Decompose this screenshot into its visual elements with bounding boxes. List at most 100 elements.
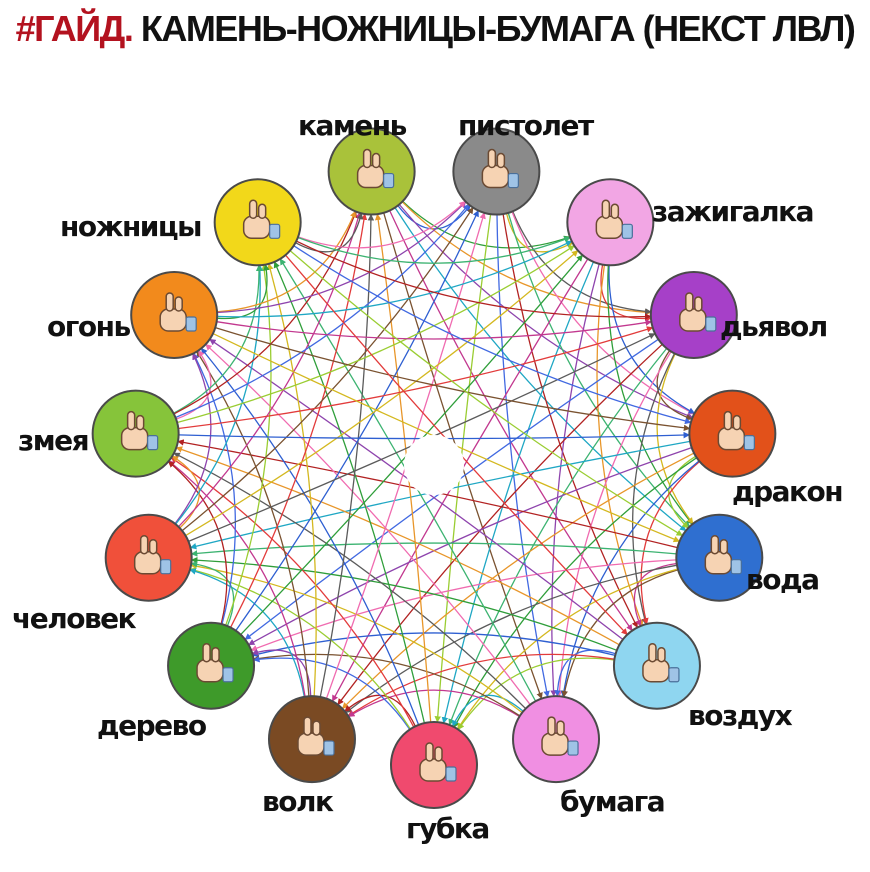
beats-arrow: [319, 213, 375, 698]
beats-arrow: [441, 261, 595, 724]
beats-arrow: [253, 655, 411, 730]
fire-peace-hand-icon: [159, 292, 197, 332]
beats-arrow: [394, 207, 687, 532]
paper-hand-icon: [541, 716, 579, 756]
beats-arrow: [190, 542, 677, 557]
connection-lines: [167, 200, 701, 731]
beats-arrow: [656, 350, 693, 421]
sponge-hand-icon: [419, 742, 457, 782]
beats-arrow: [656, 353, 694, 525]
beats-arrow: [251, 648, 312, 697]
beats-arrow: [192, 352, 236, 625]
beats-arrow: [496, 214, 550, 698]
beats-arrow: [190, 556, 618, 651]
gesture-node-13: [130, 271, 219, 359]
beats-arrow: [205, 343, 531, 706]
beats-arrow: [189, 568, 305, 697]
beats-arrow: [252, 653, 521, 717]
gesture-label: ножницы: [60, 210, 202, 243]
beats-arrow: [175, 204, 470, 419]
beats-arrow: [175, 349, 212, 420]
gesture-label: вода: [746, 563, 820, 596]
beats-arrow: [633, 562, 677, 627]
beats-arrow: [167, 461, 228, 625]
gesture-node-12: [91, 389, 180, 478]
air-ok-hand-icon: [642, 642, 680, 683]
beats-arrow: [608, 265, 696, 414]
beats-arrow: [452, 694, 524, 727]
dragon-hand-icon: [717, 410, 755, 451]
beats-arrow: [173, 452, 527, 710]
beats-arrow: [170, 457, 415, 728]
gun-hand-icon: [481, 148, 519, 189]
beats-arrow: [217, 240, 573, 318]
beats-arrow: [596, 264, 644, 626]
gesture-label: бумага: [560, 785, 666, 818]
beats-arrow: [250, 559, 677, 652]
beats-arrow: [402, 200, 571, 249]
beats-arrow: [502, 213, 638, 628]
gesture-node-7: [512, 695, 601, 784]
beats-arrow: [235, 210, 479, 631]
beats-arrow: [171, 455, 201, 529]
beats-arrow: [190, 563, 523, 714]
beats-arrow: [240, 254, 583, 636]
beats-arrow: [640, 461, 701, 625]
beats-arrow: [556, 351, 672, 697]
gesture-node-14: [213, 178, 302, 267]
gesture-node-6: [612, 621, 701, 710]
beats-arrow: [345, 564, 678, 714]
beats-arrow: [217, 210, 357, 313]
beats-arrow: [560, 460, 700, 698]
beats-arrow: [289, 250, 683, 537]
beats-arrow: [512, 211, 652, 315]
beats-arrow: [297, 200, 466, 249]
beats-arrow: [225, 264, 272, 626]
beats-arrow: [600, 264, 652, 322]
beats-arrow: [348, 689, 520, 718]
beats-arrow: [667, 455, 697, 529]
gesture-node-0: [327, 127, 416, 216]
beats-arrow: [505, 213, 574, 253]
beats-arrow: [296, 240, 652, 320]
tree-thumb-down-hand-icon: [196, 642, 234, 683]
beats-arrow: [209, 338, 624, 641]
gesture-node-2: [566, 178, 655, 267]
beats-arrow: [341, 452, 695, 710]
gesture-label: воздух: [688, 699, 793, 732]
beats-arrow: [230, 213, 368, 628]
beats-arrow: [185, 250, 579, 537]
beats-arrow: [398, 204, 694, 419]
gesture-label: змея: [18, 424, 90, 457]
beats-arrow: [217, 263, 270, 320]
gesture-label: губка: [406, 812, 490, 845]
lighter-hand-icon: [595, 199, 633, 240]
center-hole: [404, 435, 464, 495]
beats-arrow: [511, 211, 695, 415]
beats-arrow: [554, 649, 616, 697]
gesture-node-5: [675, 513, 764, 602]
page-title: #ГАЙД. КАМЕНЬ-НОЖНИЦЫ-БУМАГА (НЕКСТ ЛВЛ): [0, 8, 870, 50]
beats-arrow: [244, 338, 659, 641]
scissors-hand-icon: [242, 199, 281, 240]
gesture-label: зажигалка: [652, 195, 815, 228]
gesture-label: дьявол: [720, 310, 828, 343]
gesture-label: дракон: [732, 475, 844, 508]
beats-arrow: [267, 263, 317, 697]
beats-arrow: [178, 326, 654, 430]
beats-arrow: [347, 653, 615, 717]
beats-arrow: [273, 261, 426, 724]
gesture-label: волк: [262, 785, 334, 818]
beats-arrow: [252, 632, 616, 658]
beats-arrow: [337, 343, 663, 706]
beats-arrow: [279, 258, 537, 702]
gesture-node-9: [267, 695, 356, 784]
devil-horns-hand-icon: [679, 292, 717, 332]
gesture-node-3: [649, 271, 738, 359]
beats-arrow: [189, 567, 411, 730]
gesture-label: дерево: [97, 709, 207, 742]
beats-arrow: [389, 210, 633, 632]
beats-arrow: [174, 353, 212, 525]
beats-arrow: [168, 460, 306, 697]
